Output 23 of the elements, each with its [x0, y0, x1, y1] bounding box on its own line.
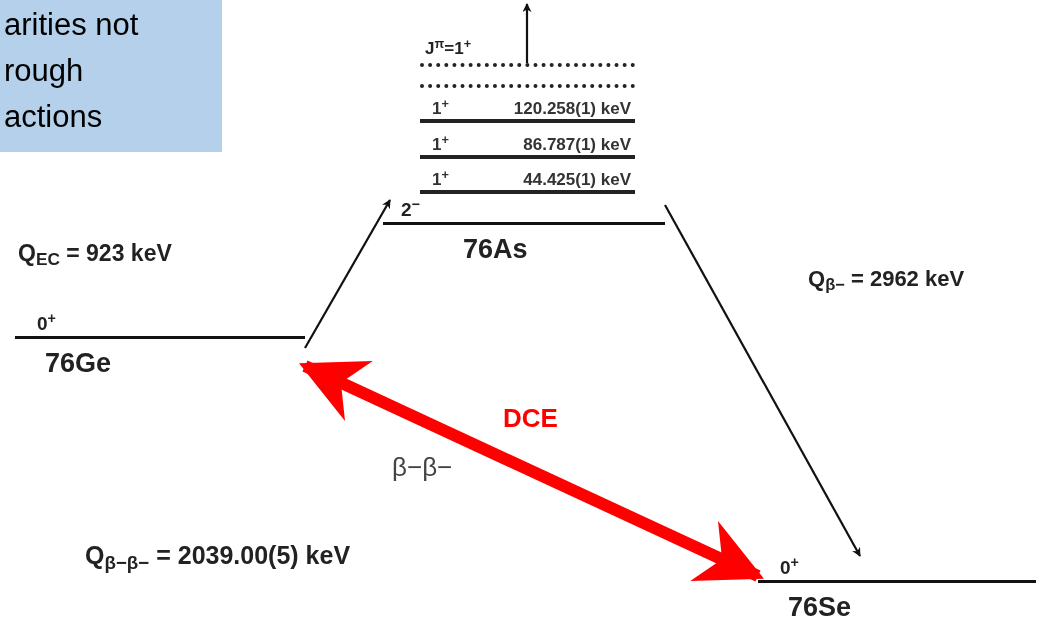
note-text: arities not rough actions	[4, 6, 140, 136]
double-arrow	[299, 360, 764, 582]
spin-parity: 1$^{+}$	[432, 99, 449, 119]
nucleus-label: 76Ge	[45, 347, 112, 380]
annotation-text: Q$_{EC}$ = 923 keV	[18, 239, 172, 268]
energy-value: 120.258(1) keV	[513, 99, 631, 119]
edge-label: DCE	[503, 403, 558, 433]
spin-parity: 0$^{+}$	[37, 312, 56, 336]
note-box	[0, 0, 222, 152]
annotation-text: Q$_{β−}$ = 2962 keV	[808, 265, 965, 294]
energy-value: 44.425(1) keV	[523, 170, 631, 190]
nucleus-label: 76As	[463, 233, 528, 266]
energy-value: 86.787(1) keV	[523, 135, 631, 155]
spin-parity: 0$^{+}$	[780, 556, 799, 580]
spin-parity: 1$^{+}$	[432, 135, 449, 155]
annotation-text: J$^{π}$=1$^{+}$	[425, 34, 472, 60]
annotation-text: β−β−	[392, 452, 453, 482]
arrow	[522, 3, 532, 63]
arrow	[664, 204, 861, 557]
spin-parity: 2$^{−}$	[401, 198, 420, 222]
nucleus-label: 76Se	[788, 591, 852, 624]
spin-parity: 1$^{+}$	[432, 170, 449, 190]
arrow	[304, 199, 391, 349]
